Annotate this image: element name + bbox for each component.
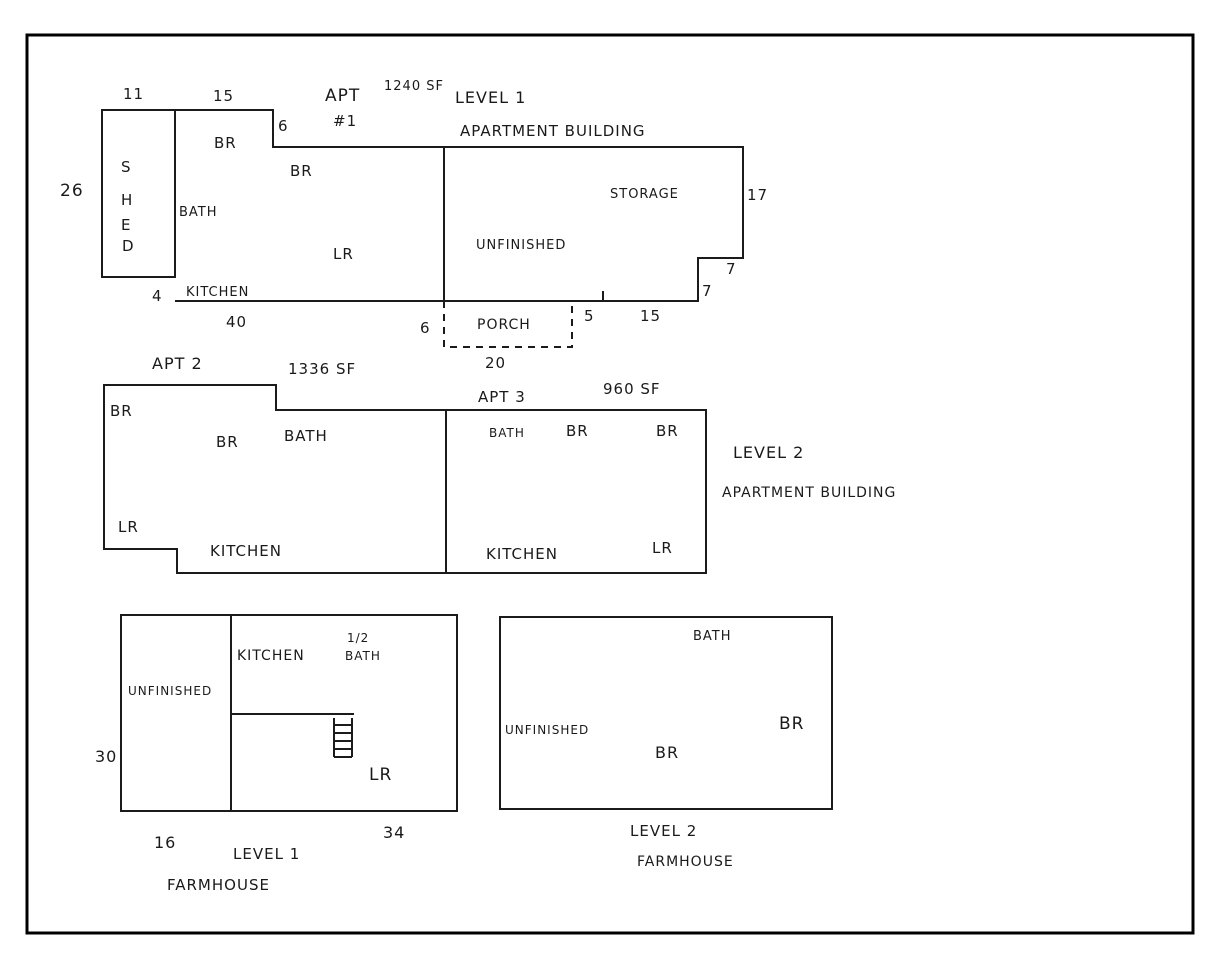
room-fh2-br1: BR xyxy=(655,743,679,762)
room-a3-br2: BR xyxy=(656,422,679,440)
farmhouse-l2-outline xyxy=(499,616,833,810)
shed-letter-e: E xyxy=(121,216,131,234)
dim-notch-v: 7 xyxy=(702,282,713,300)
shed-outline xyxy=(101,109,176,278)
level2-apartment-plan: APT 2 1336 SF APT 3 960 SF LEVEL 2 APART… xyxy=(103,354,896,574)
room-a3-kitchen: KITCHEN xyxy=(486,545,558,563)
room-lr: LR xyxy=(333,245,354,263)
room-a3-bath: BATH xyxy=(489,426,525,440)
room-a3-br1: BR xyxy=(566,422,589,440)
farmhouse-l2-title: LEVEL 2 xyxy=(630,822,697,840)
dim-bottom-left: 4 xyxy=(152,287,163,305)
level2-apt-title: LEVEL 2 xyxy=(733,443,804,462)
dim-fh1-left: 30 xyxy=(95,747,117,766)
apt2-label: APT 2 xyxy=(152,354,203,373)
level1-apt-title: LEVEL 1 xyxy=(455,88,526,107)
farmhouse-l1-title: LEVEL 1 xyxy=(233,845,300,863)
room-br2: BR xyxy=(290,162,313,180)
farmhouse-level1-plan: UNFINISHED KITCHEN 1/2 BATH LR 30 16 34 … xyxy=(95,614,458,894)
dim-bottom-right: 15 xyxy=(640,307,661,325)
dim-top-shed: 11 xyxy=(123,85,144,103)
room-fh1-unfinished: UNFINISHED xyxy=(128,684,212,698)
dim-top-br: 15 xyxy=(213,87,234,105)
apt2-outline xyxy=(103,384,707,574)
room-a2-br1: BR xyxy=(110,402,133,420)
room-unfinished: UNFINISHED xyxy=(476,238,566,253)
apt3-label: APT 3 xyxy=(478,388,526,406)
room-fh1-kitchen: KITCHEN xyxy=(237,648,305,664)
apt1-number: #1 xyxy=(333,112,357,130)
dim-step: 6 xyxy=(278,117,289,135)
apt1-label: APT xyxy=(325,86,360,106)
room-storage: STORAGE xyxy=(610,187,679,202)
porch-outline xyxy=(443,301,573,348)
room-a2-br2: BR xyxy=(216,433,239,451)
dim-notch-h: 7 xyxy=(726,260,737,278)
level2-apt-subtitle-text: APARTMENT BUILDING xyxy=(722,485,896,501)
dim-right: 17 xyxy=(747,186,768,204)
level1-apt-subtitle: APARTMENT BUILDING xyxy=(460,122,646,140)
shed-letter-h: H xyxy=(121,191,133,209)
farmhouse-l1-subtitle: FARMHOUSE xyxy=(167,876,270,894)
room-a3-lr: LR xyxy=(652,539,673,557)
room-a2-kitchen: KITCHEN xyxy=(210,542,282,560)
apt2-sf: 1336 SF xyxy=(288,360,356,378)
farmhouse-l1-outline xyxy=(120,614,458,812)
room-porch: PORCH xyxy=(477,317,531,333)
apt1-sf: 1240 SF xyxy=(384,79,444,94)
room-a2-lr: LR xyxy=(118,518,139,536)
room-fh1-lr: LR xyxy=(369,765,392,785)
level1-apartment-plan: 11 15 6 26 4 40 17 7 7 15 6 5 20 APT #1 … xyxy=(60,79,768,372)
farmhouse-l2-subtitle: FARMHOUSE xyxy=(637,854,734,870)
room-br1: BR xyxy=(214,134,237,152)
dim-fh1-bottom-right: 34 xyxy=(383,823,405,842)
dim-left: 26 xyxy=(60,181,84,201)
room-fh2-unfinished: UNFINISHED xyxy=(505,723,589,737)
dim-fh1-bottom-left: 16 xyxy=(154,833,176,852)
room-fh1-half-bath: BATH xyxy=(345,649,381,663)
dim-porch-right: 5 xyxy=(584,307,595,325)
room-fh1-half-frac: 1/2 xyxy=(347,631,369,645)
page-border xyxy=(25,33,1195,935)
room-fh2-bath: BATH xyxy=(693,629,732,644)
shed-letter-s: S xyxy=(121,158,132,176)
room-a2-bath: BATH xyxy=(284,427,328,445)
shed-letter-d: D xyxy=(122,237,135,255)
apt3-sf: 960 SF xyxy=(603,380,661,398)
dim-porch-left: 6 xyxy=(420,319,431,337)
dim-porch-width: 20 xyxy=(485,354,506,372)
farmhouse-level2-plan: BATH UNFINISHED BR BR LEVEL 2 FARMHOUSE xyxy=(499,616,833,870)
dim-bottom: 40 xyxy=(226,313,247,331)
room-kitchen: KITCHEN xyxy=(186,285,249,300)
stairs-icon xyxy=(333,718,353,758)
apt1-outline xyxy=(175,109,744,302)
room-bath: BATH xyxy=(179,205,218,220)
room-fh2-br2: BR xyxy=(779,714,804,734)
level2-apt-subtitle: APARTMENT BUILDING xyxy=(722,485,896,501)
